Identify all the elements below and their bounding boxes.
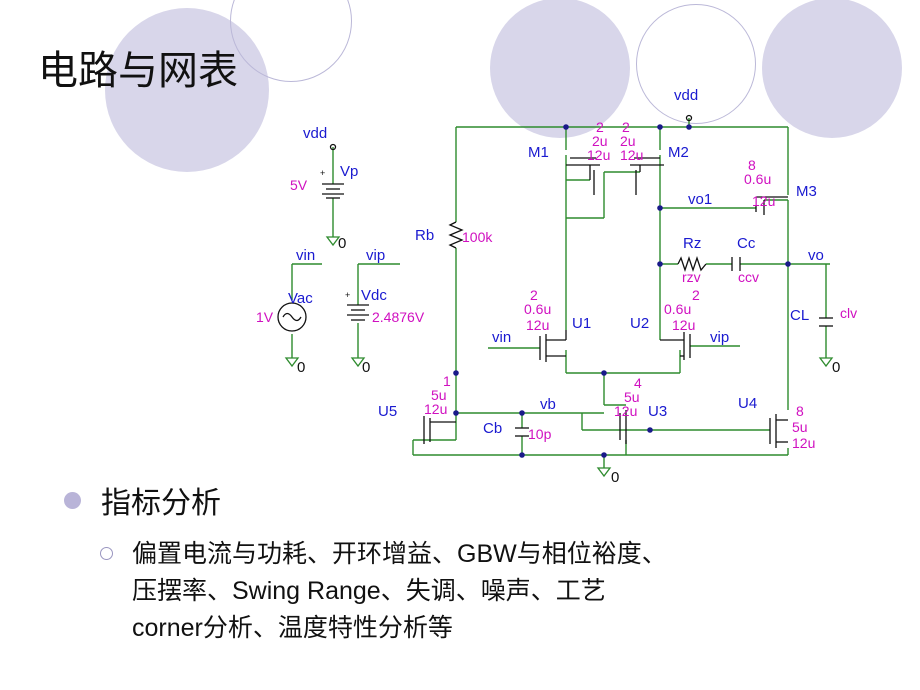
- bullet-dot-icon: [64, 491, 81, 509]
- param-vac-value: 1V: [256, 309, 274, 325]
- source-polarity-marks: + +: [320, 168, 350, 300]
- label-u2-gate: vip: [710, 329, 729, 346]
- junction-dots: [453, 124, 791, 458]
- schematic-params: 5V 1V 2.4876V 100k 2 2u 12u 2 2u 12u 8 0…: [256, 119, 857, 451]
- param-u1-l: 12u: [526, 317, 549, 333]
- sub-bullet-line-1: 偏置电流与功耗、开环增益、GBW与相位裕度、: [132, 540, 667, 568]
- label-vin-node: vin: [296, 247, 315, 264]
- label-m3: M3: [796, 183, 817, 200]
- circuit-schematic: vdd Vp 0 vin Vac 0 vip Vdc 0 vdd Rb M1 M…: [256, 87, 857, 486]
- param-m3-w: 0.6u: [744, 171, 771, 187]
- label-vp: Vp: [340, 163, 358, 180]
- circuit-wires: [291, 118, 830, 468]
- param-u2-l: 12u: [672, 317, 695, 333]
- param-u4-m: 8: [796, 403, 804, 419]
- decor-circle-top-3: [762, 0, 902, 138]
- param-u3-m: 4: [634, 375, 642, 391]
- label-vip-node: vip: [366, 247, 385, 264]
- param-m2-l: 12u: [620, 147, 643, 163]
- label-u2: U2: [630, 315, 649, 332]
- label-cc: Cc: [737, 235, 756, 252]
- label-vac-gnd: 0: [297, 359, 305, 376]
- label-vo1: vo1: [688, 191, 712, 208]
- param-m2-m: 2: [622, 119, 630, 135]
- label-u4: U4: [738, 395, 757, 412]
- sub-bullet-line-3: corner分析、温度特性分析等: [132, 614, 453, 642]
- param-vdc-value: 2.4876V: [372, 309, 425, 325]
- param-u3-w: 5u: [624, 389, 640, 405]
- param-vp-value: 5V: [290, 177, 308, 193]
- label-cl: CL: [790, 307, 809, 324]
- label-vdc: Vdc: [361, 287, 387, 304]
- label-vdd-supply: vdd: [303, 125, 327, 142]
- schematic-labels: vdd Vp 0 vin Vac 0 vip Vdc 0 vdd Rb M1 M…: [288, 87, 840, 486]
- label-vdd-top: vdd: [674, 87, 698, 104]
- svg-text:+: +: [345, 290, 350, 300]
- label-gnd-main: 0: [611, 469, 619, 486]
- param-u2-w: 0.6u: [664, 301, 691, 317]
- param-u1-w: 0.6u: [524, 301, 551, 317]
- label-u1: U1: [572, 315, 591, 332]
- label-rb: Rb: [415, 227, 434, 244]
- param-m1-m: 2: [596, 119, 604, 135]
- param-u5-w: 5u: [431, 387, 447, 403]
- label-vdc-gnd: 0: [362, 359, 370, 376]
- sub-bullet-circle-icon: [100, 547, 113, 560]
- param-u4-w: 5u: [792, 419, 808, 435]
- bullet-main-text: 指标分析: [101, 486, 221, 521]
- device-bodies: [277, 114, 833, 448]
- label-u1-gate: vin: [492, 329, 511, 346]
- label-u5: U5: [378, 403, 397, 420]
- param-cl-value: clv: [840, 305, 857, 321]
- param-u3-l: 12u: [614, 403, 637, 419]
- param-u1-m: 2: [530, 287, 538, 303]
- label-vb: vb: [540, 396, 556, 413]
- param-cb-value: 10p: [528, 426, 552, 442]
- label-cl-gnd: 0: [832, 359, 840, 376]
- param-u5-m: 1: [443, 373, 451, 389]
- sub-bullet-line-2: 压摆率、Swing Range、失调、噪声、工艺: [132, 577, 606, 605]
- param-m1-l: 12u: [587, 147, 610, 163]
- svg-text:+: +: [320, 168, 325, 178]
- param-m1-w: 2u: [592, 133, 608, 149]
- label-vo: vo: [808, 247, 824, 264]
- sub-bullet: 偏置电流与功耗、开环增益、GBW与相位裕度、 压摆率、Swing Range、失…: [100, 536, 870, 647]
- param-u5-l: 12u: [424, 401, 447, 417]
- param-rz-value: rzv: [682, 269, 701, 285]
- decor-circle-top-1: [490, 0, 630, 138]
- decor-circle-top-2: [636, 4, 756, 124]
- param-m3-m: 8: [748, 157, 756, 173]
- label-u3: U3: [648, 403, 667, 420]
- param-m2-w: 2u: [620, 133, 636, 149]
- label-vac: Vac: [288, 290, 313, 307]
- label-rz: Rz: [683, 235, 701, 252]
- label-m1: M1: [528, 144, 549, 161]
- label-m2: M2: [668, 144, 689, 161]
- slide-title: 电路与网表: [38, 48, 238, 94]
- label-vp-gnd: 0: [338, 235, 346, 252]
- param-u4-l: 12u: [792, 435, 815, 451]
- label-cb: Cb: [483, 420, 502, 437]
- param-rb-value: 100k: [462, 229, 493, 245]
- param-cc-value: ccv: [738, 269, 759, 285]
- param-u2-m: 2: [692, 287, 700, 303]
- param-m3-l: 12u: [752, 193, 775, 209]
- bullet-main: 指标分析: [64, 478, 221, 522]
